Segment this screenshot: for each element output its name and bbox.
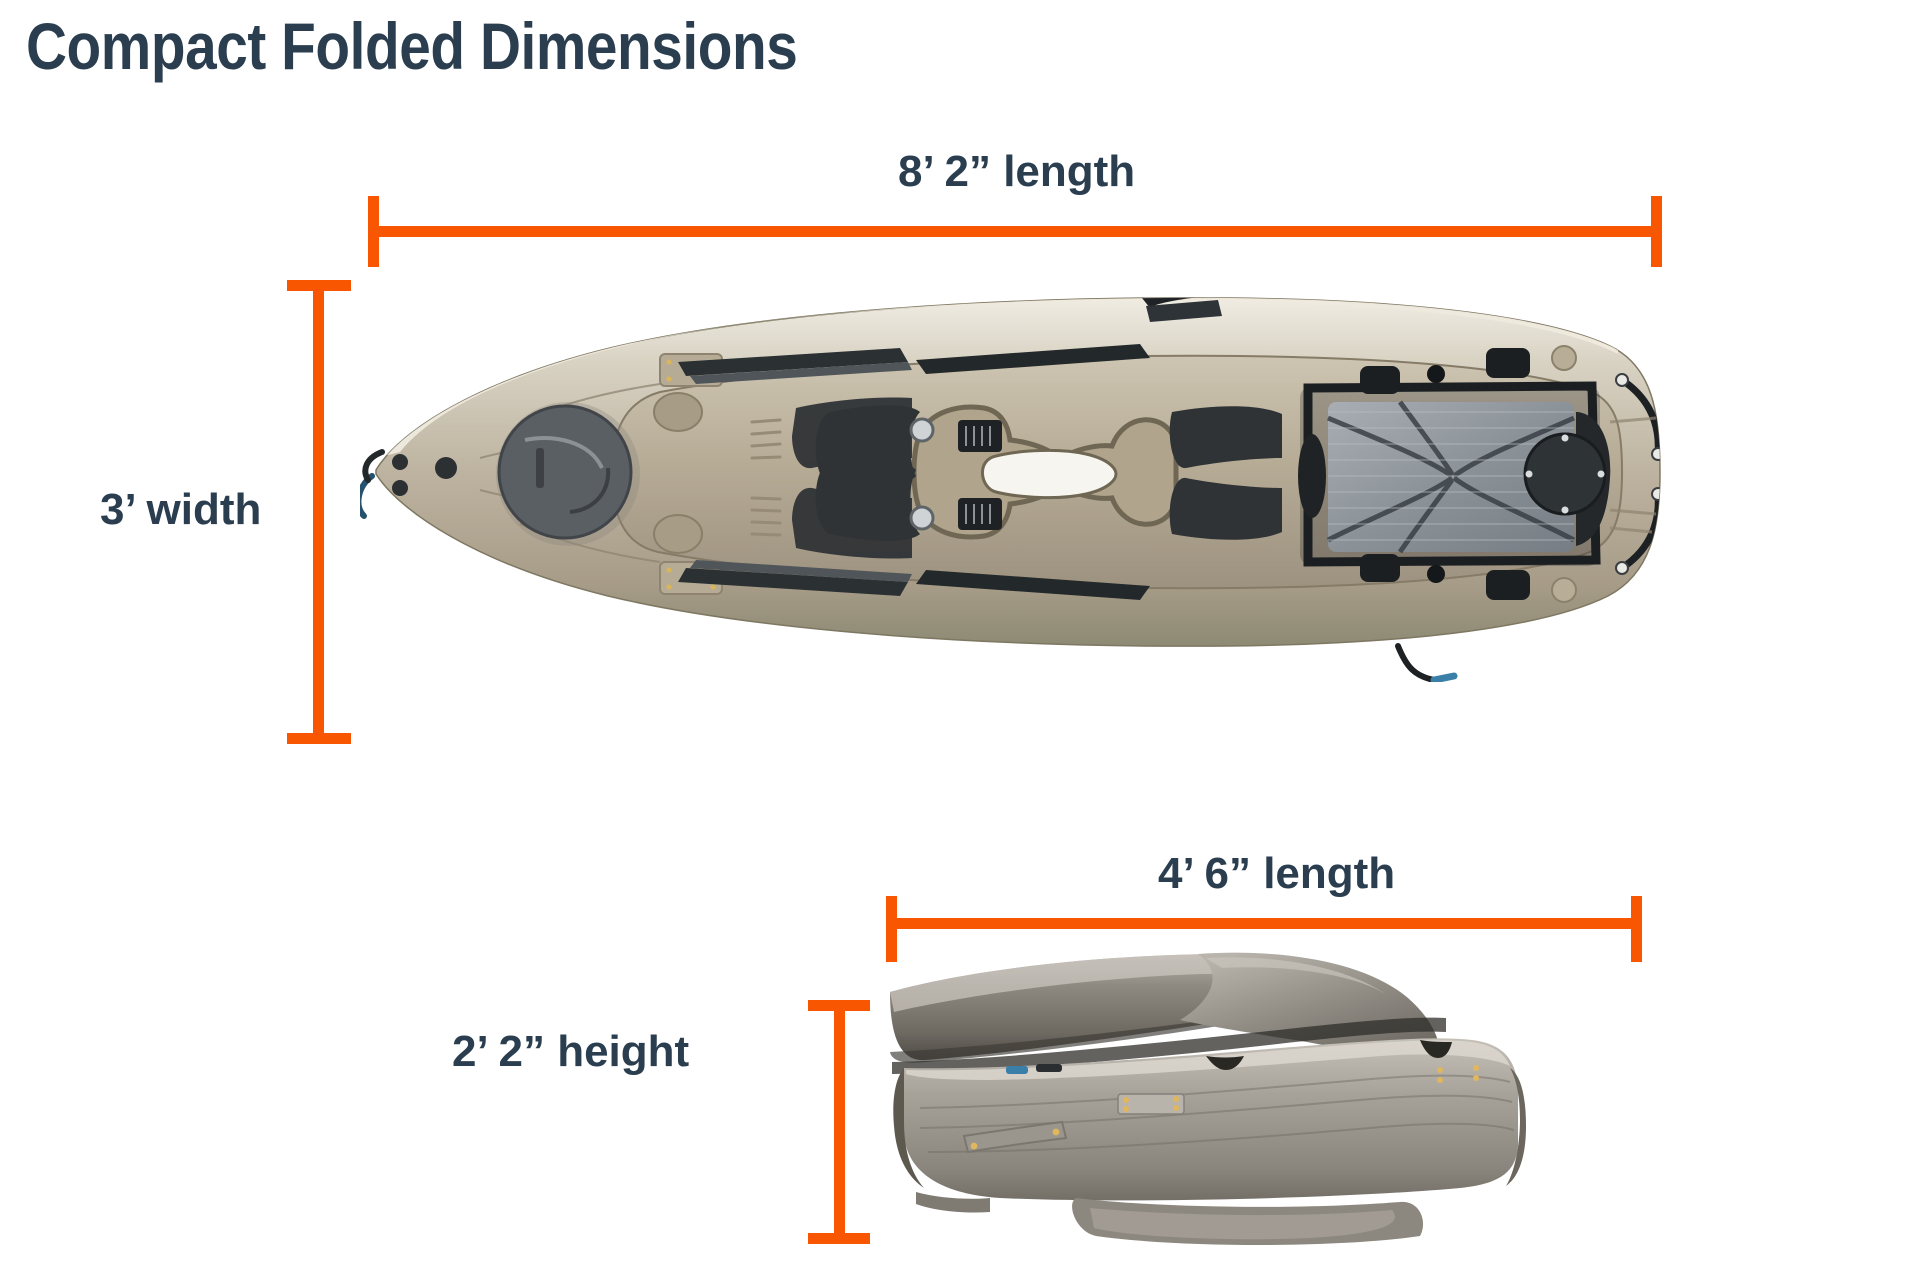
dimension-label-folded-length: 4’ 6” length xyxy=(1158,849,1396,898)
dimension-endcap-folded-length-right xyxy=(1631,896,1642,962)
dimension-label-unfolded-length: 8’ 2” length xyxy=(898,147,1136,196)
kayak-folded-side-view-image xyxy=(880,940,1680,1260)
dimension-endcap-folded-length-left xyxy=(886,896,897,962)
page-title: Compact Folded Dimensions xyxy=(26,9,798,83)
dimension-label-unfolded-width: 3’ width xyxy=(100,485,262,534)
dimension-endcap-folded-height-top xyxy=(808,1000,870,1011)
dimension-endcap-unfolded-width-bottom xyxy=(287,733,351,744)
dimension-label-folded-height: 2’ 2” height xyxy=(452,1027,690,1076)
kayak-top-view-image xyxy=(360,262,1670,682)
dimension-endcap-unfolded-width-top xyxy=(287,280,351,291)
dimension-endcap-unfolded-length-left xyxy=(368,196,379,267)
dimension-line-unfolded-length xyxy=(368,226,1662,237)
dimension-line-folded-length xyxy=(886,918,1642,929)
dimension-line-unfolded-width xyxy=(313,280,324,744)
dimension-endcap-unfolded-length-right xyxy=(1651,196,1662,267)
dimension-endcap-folded-height-bottom xyxy=(808,1233,870,1244)
dimension-line-folded-height xyxy=(834,1000,845,1244)
